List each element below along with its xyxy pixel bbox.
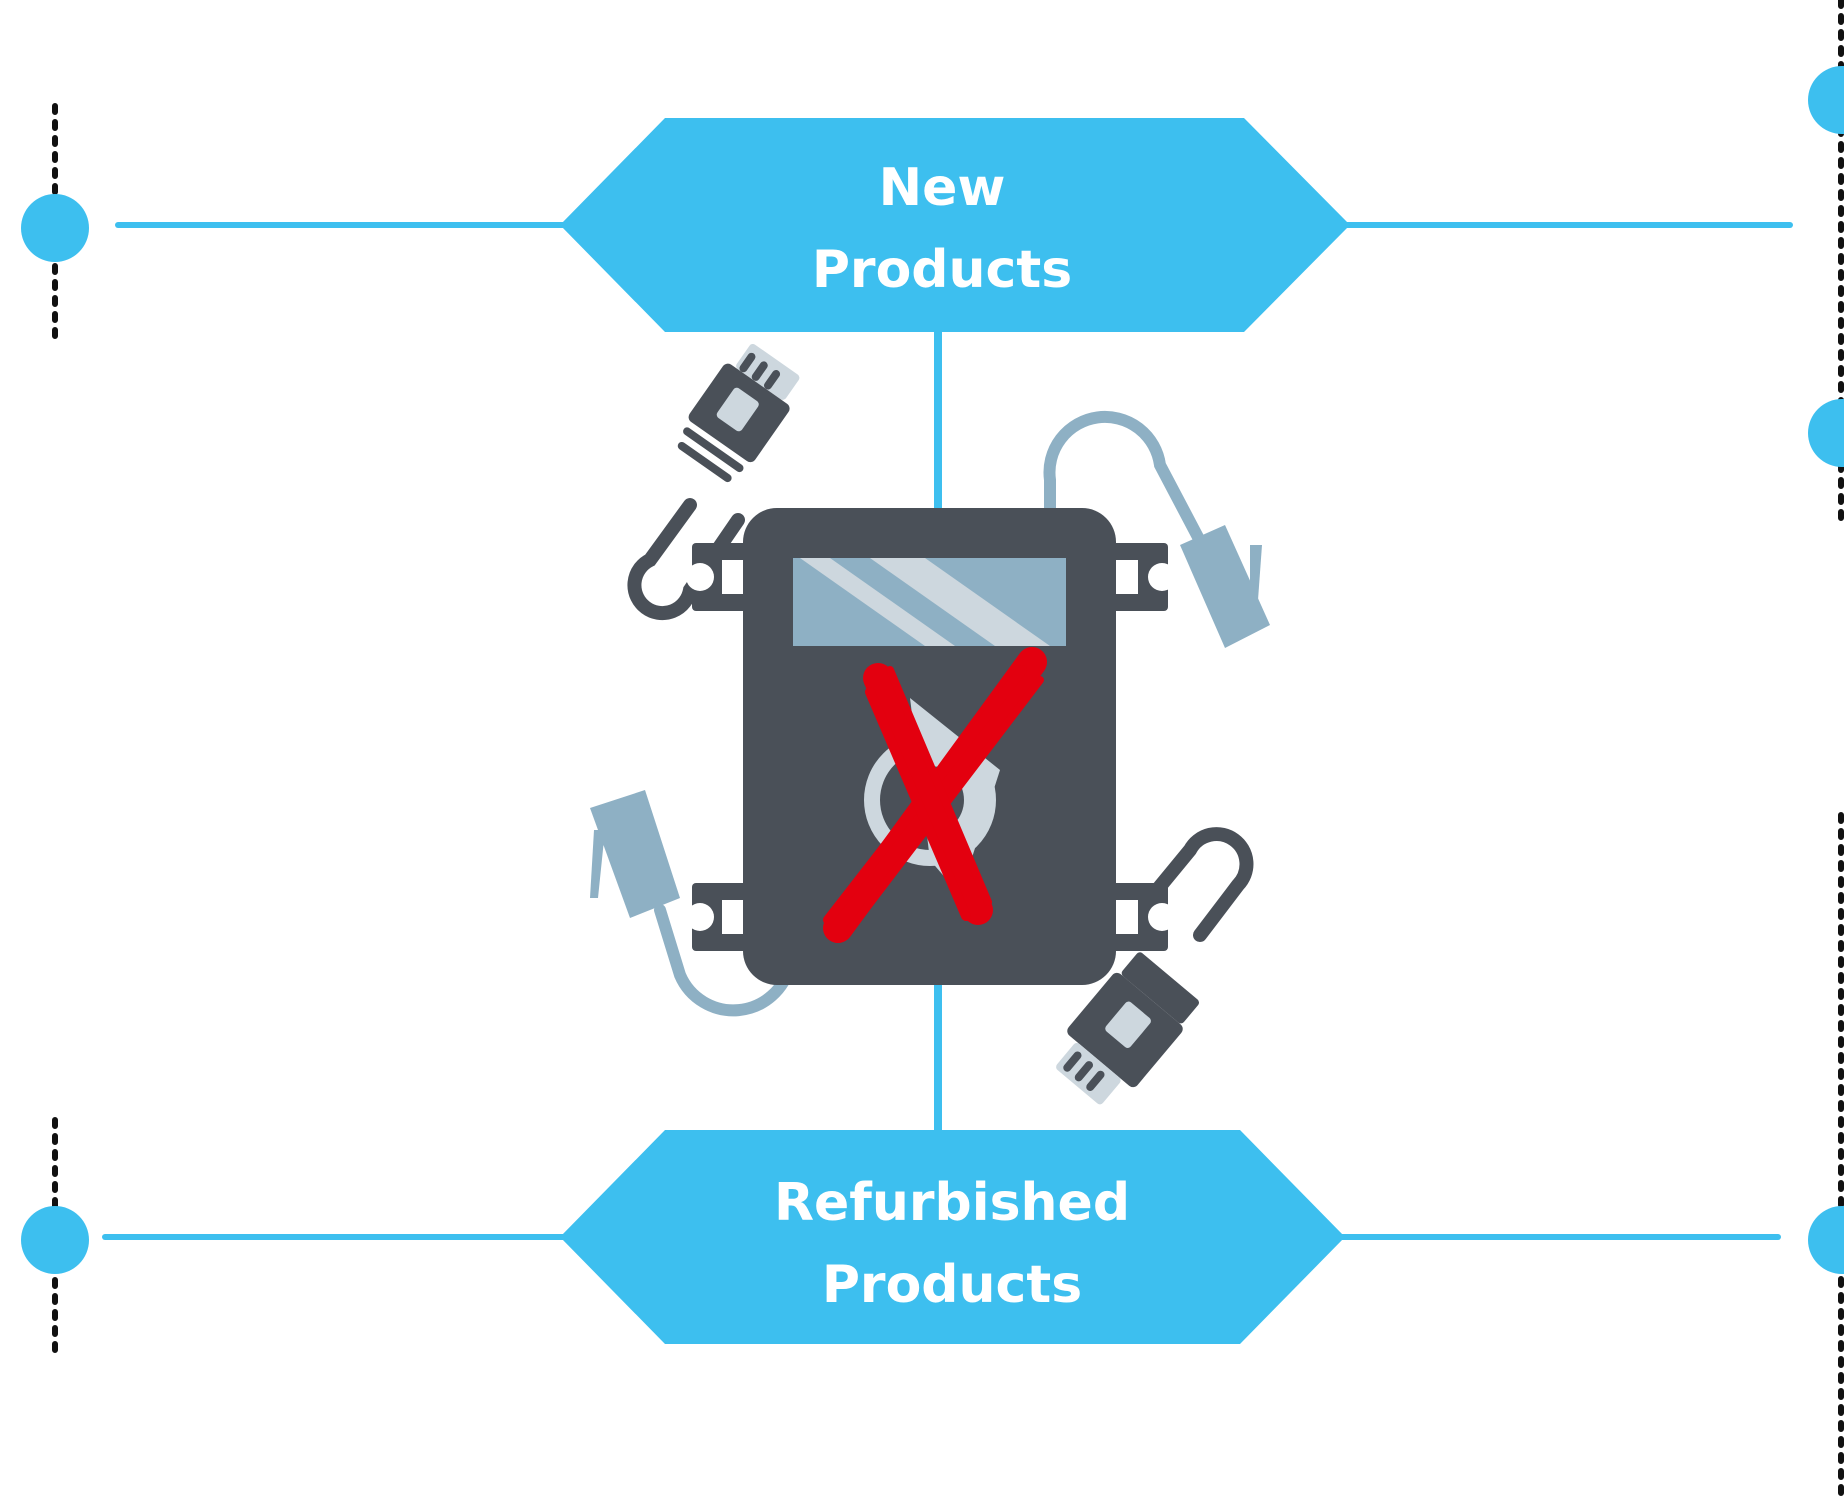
top-row: New Products	[21, 103, 1793, 348]
right-node-3	[1808, 1206, 1844, 1274]
cable-top-right-icon	[1043, 411, 1270, 648]
top-banner-title-line1: New	[879, 158, 1006, 218]
device-ports-left-holes	[686, 560, 752, 934]
top-left-node	[21, 194, 89, 262]
bottom-row: Refurbished Products	[21, 1117, 1781, 1361]
bottom-banner	[560, 1130, 1345, 1344]
device-ports-right	[1108, 543, 1168, 951]
bottom-banner-title-line2: Products	[822, 1255, 1082, 1315]
right-node-2	[1808, 399, 1844, 467]
right-edge-decor	[1808, 0, 1844, 1498]
bottom-left-node	[21, 1206, 89, 1274]
right-node-1	[1808, 66, 1844, 134]
device-display	[793, 558, 1066, 646]
bottom-banner-title-line1: Refurbished	[774, 1173, 1130, 1233]
cable-bottom-right-icon	[1056, 827, 1254, 1105]
crossed-out-network-switch-icon	[590, 343, 1270, 1105]
top-banner	[560, 118, 1350, 332]
red-cross-icon	[823, 647, 1047, 943]
cable-top-left-icon	[627, 343, 800, 621]
top-banner-title-line2: Products	[812, 240, 1072, 300]
